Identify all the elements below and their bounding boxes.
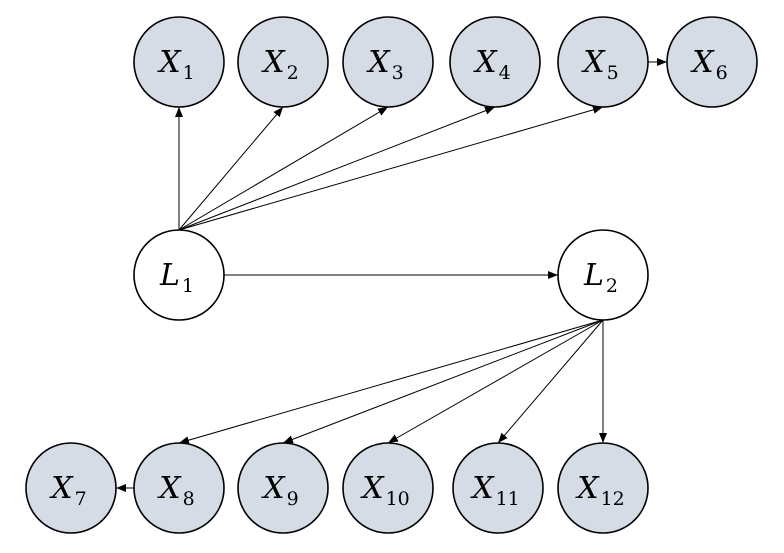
node-label-subscript: 6 xyxy=(716,62,728,84)
node-circle-x3 xyxy=(342,16,434,108)
edge-l2-to-x10 xyxy=(387,319,604,444)
edge-l2-to-x11 xyxy=(497,319,604,444)
node-label-base: X xyxy=(157,471,182,506)
node-circle-x12 xyxy=(557,442,649,534)
edges-layer xyxy=(116,58,667,492)
node-label-base: X xyxy=(581,45,606,80)
node-label-base: X xyxy=(49,471,74,506)
node-label-subscript: 1 xyxy=(182,275,194,297)
node-circle-x6 xyxy=(666,16,758,108)
node-label-subscript: 11 xyxy=(496,488,520,510)
node-circle-x5 xyxy=(557,16,649,108)
node-circle-l1 xyxy=(133,229,225,321)
node-label-base: L xyxy=(159,258,180,293)
node-label-subscript: 12 xyxy=(601,488,625,510)
edge-l1-to-x5 xyxy=(178,105,604,231)
node-label-base: X xyxy=(473,45,498,80)
node-circle-x1 xyxy=(133,16,225,108)
node-label-base: X xyxy=(575,471,600,506)
node-label-subscript: 10 xyxy=(386,488,410,510)
node-label-subscript: 4 xyxy=(499,62,511,84)
edge-l1-to-x4 xyxy=(178,106,496,231)
node-circle-x10 xyxy=(342,442,434,534)
node-circle-x11 xyxy=(452,442,544,534)
node-label-subscript: 5 xyxy=(607,62,619,84)
node-circle-x4 xyxy=(449,16,541,108)
node-circle-x8 xyxy=(133,442,225,534)
edge-l1-to-x3 xyxy=(178,106,389,231)
node-label-subscript: 3 xyxy=(392,62,404,84)
edge-l2-to-x8 xyxy=(178,319,604,445)
edge-l2-to-x9 xyxy=(282,319,604,444)
node-label-base: X xyxy=(360,471,385,506)
node-label-subscript: 8 xyxy=(183,488,195,510)
node-label-base: L xyxy=(583,258,604,293)
edge-l1-to-x2 xyxy=(178,106,284,231)
node-label-base: X xyxy=(157,45,182,80)
node-circle-l2 xyxy=(557,229,649,321)
node-label-base: X xyxy=(690,45,715,80)
node-circle-x9 xyxy=(237,442,329,534)
node-label-base: X xyxy=(261,471,286,506)
node-label-base: X xyxy=(366,45,391,80)
node-circle-x7 xyxy=(25,442,117,534)
node-label-base: X xyxy=(470,471,495,506)
node-label-subscript: 2 xyxy=(606,275,618,297)
node-label-subscript: 2 xyxy=(287,62,299,84)
node-label-subscript: 7 xyxy=(75,488,87,510)
node-circle-x2 xyxy=(237,16,329,108)
node-label-subscript: 9 xyxy=(287,488,299,510)
node-label-subscript: 1 xyxy=(183,62,195,84)
node-label-base: X xyxy=(261,45,286,80)
